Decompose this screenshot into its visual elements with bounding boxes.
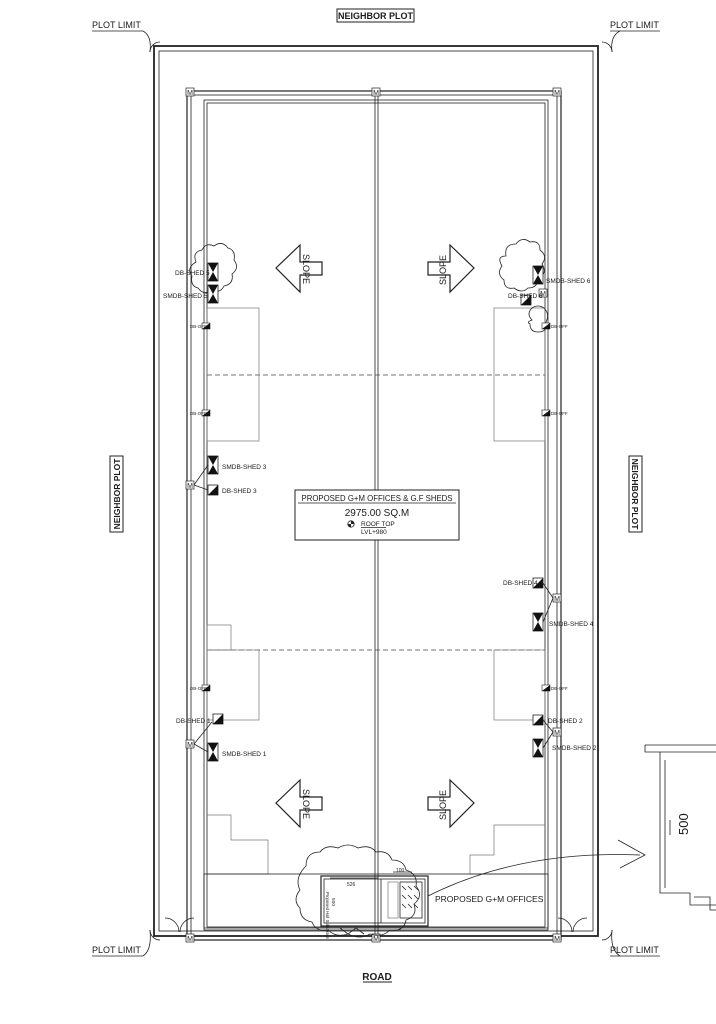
db-shed-5-label: DB-SHED 5 xyxy=(175,270,210,277)
smdb-shed-2-label: SMDB-SHED 2 xyxy=(552,745,597,752)
smdb-shed-2-panel xyxy=(532,738,544,758)
detail-dimension: 500 xyxy=(676,813,691,835)
db-shed-1-label: DB-SHED 1 xyxy=(176,718,211,725)
svg-text:526: 526 xyxy=(347,882,356,888)
svg-text:500: 500 xyxy=(330,898,336,906)
slope-arrow-top-right: SLOPE xyxy=(427,243,475,294)
left-neighbor-plot-text: NEIGHBOR PLOT xyxy=(112,458,122,530)
svg-text:SLOPE: SLOPE xyxy=(438,255,448,285)
plot-limit-label-br: PLOT LIMIT xyxy=(610,945,659,955)
svg-text:M: M xyxy=(554,936,560,943)
plot-limit-label-bl: PLOT LIMIT xyxy=(92,945,141,955)
proposed-offices-block: 526 100 500 Proposed Hall Substation xyxy=(320,868,429,940)
bottom-gates xyxy=(164,917,588,933)
db-shed-3-panel xyxy=(207,484,219,496)
panel-connectors xyxy=(193,464,554,753)
road-text: ROAD xyxy=(362,972,391,983)
svg-text:M: M xyxy=(554,90,560,97)
svg-text:100: 100 xyxy=(396,868,405,874)
svg-text:DB-OFF: DB-OFF xyxy=(551,324,568,329)
db-shed-1-panel xyxy=(212,713,224,725)
smdb-shed-5-label: SMDB-SHED 5 xyxy=(163,293,208,300)
slope-arrow-top-left: SLOPE xyxy=(275,243,323,294)
svg-text:M: M xyxy=(373,90,379,97)
level-marker-icon xyxy=(347,520,355,528)
level-value: LVL+980 xyxy=(361,529,387,536)
smdb-shed-1-label: SMDB-SHED 1 xyxy=(222,751,267,758)
svg-text:M: M xyxy=(554,730,560,737)
svg-text:DB-OFF: DB-OFF xyxy=(190,324,207,329)
top-boundary-label: NEIGHBOR PLOT xyxy=(336,8,415,23)
smdb-shed-6-panel xyxy=(532,265,544,285)
svg-text:M: M xyxy=(540,291,546,298)
top-neighbor-plot-text: NEIGHBOR PLOT xyxy=(338,11,414,21)
building-wall-3 xyxy=(206,102,546,928)
smdb-shed-5-panel xyxy=(207,284,219,304)
smdb-shed-3-panel xyxy=(207,455,219,475)
building-wall-2 xyxy=(203,99,549,931)
db-shed-2-label: DB-SHED 2 xyxy=(548,718,583,725)
detail-leader-arrow xyxy=(427,839,646,897)
right-neighbor-plot-text: NEIGHBOR PLOT xyxy=(630,459,640,531)
db-shed-2-panel xyxy=(532,714,544,726)
svg-text:M: M xyxy=(187,936,193,943)
svg-text:M: M xyxy=(187,483,193,490)
meter-markers: M M M M M M M M M M M xyxy=(185,87,562,943)
plot-limit-label-tl: PLOT LIMIT xyxy=(92,20,141,30)
bottom-boundary-label: ROAD xyxy=(362,972,392,983)
db-off-panel-r2 xyxy=(541,409,551,417)
right-boundary-label: NEIGHBOR PLOT xyxy=(628,455,643,533)
left-boundary-label: NEIGHBOR PLOT xyxy=(109,455,124,533)
building-title-box: PROPOSED G+M OFFICES & G.F SHEDS 2975.00… xyxy=(294,489,460,541)
smdb-shed-1-panel xyxy=(207,742,219,762)
level-label: ROOF TOP xyxy=(361,521,395,528)
svg-text:SLOPE: SLOPE xyxy=(301,789,311,819)
office-band xyxy=(203,873,549,929)
detail-fragment: 500 xyxy=(644,744,716,911)
db-off-panel-r1 xyxy=(541,322,551,330)
plot-boundary-inner xyxy=(158,50,594,932)
svg-text:SLOPE: SLOPE xyxy=(301,254,311,284)
db-shed-6-label: DB-SHED 6 xyxy=(508,293,543,300)
proposed-offices-label: PROPOSED G+M OFFICES xyxy=(435,894,544,904)
svg-text:DB-OFF: DB-OFF xyxy=(190,686,207,691)
svg-text:DB-OFF: DB-OFF xyxy=(551,686,568,691)
svg-text:DB-OFF: DB-OFF xyxy=(551,411,568,416)
smdb-shed-4-label: SMDB-SHED 4 xyxy=(549,621,594,628)
building-title: PROPOSED G+M OFFICES & G.F SHEDS xyxy=(302,494,453,503)
guard-room-label: Proposed Hall Substation xyxy=(325,892,330,940)
svg-text:M: M xyxy=(187,742,193,749)
db-off-panel-r3 xyxy=(541,684,551,692)
plot-corner-markers xyxy=(142,30,621,957)
interior-rooms xyxy=(206,307,546,875)
db-shed-3-label: DB-SHED 3 xyxy=(222,488,257,495)
plot-limit-label-tr: PLOT LIMIT xyxy=(610,20,659,30)
db-shed-4-label: DB-SHED 4 xyxy=(503,580,538,587)
building-area: 2975.00 SQ.M xyxy=(345,508,409,519)
svg-text:M: M xyxy=(187,90,193,97)
smdb-shed-6-label: SMDB-SHED 6 xyxy=(546,278,591,285)
svg-text:M: M xyxy=(554,596,560,603)
svg-text:M: M xyxy=(373,936,379,943)
slope-arrow-bottom-left: SLOPE xyxy=(275,778,323,829)
smdb-shed-4-panel xyxy=(532,612,544,632)
slope-arrow-bottom-right: SLOPE xyxy=(427,778,475,829)
svg-text:SLOPE: SLOPE xyxy=(438,790,448,820)
smdb-shed-3-label: SMDB-SHED 3 xyxy=(222,464,267,471)
svg-text:DB-OFF: DB-OFF xyxy=(190,411,207,416)
